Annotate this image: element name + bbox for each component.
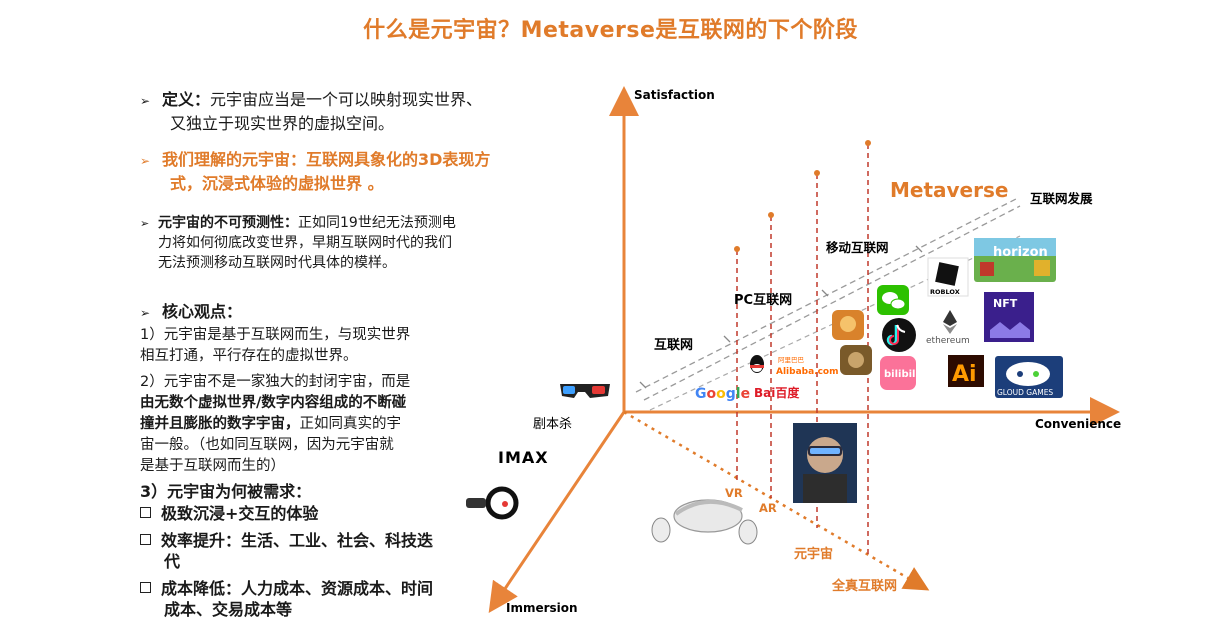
stage-dashed-lines (736, 144, 869, 556)
z-axis (488, 411, 626, 613)
roblox-icon: ROBLOX (927, 257, 969, 297)
our-understanding-item: ➢我们理解的元宇宙：互联网具象化的3D表现方 式，沉浸式体验的虚拟世界 。 (140, 150, 491, 193)
label-full-internet: 全真互联网 (831, 578, 897, 594)
svg-text:ROBLOX: ROBLOX (930, 288, 960, 296)
svg-text:NFT: NFT (993, 297, 1018, 310)
axis-label-x: Convenience (1035, 417, 1121, 431)
adobe-illustrator-icon: Ai (948, 355, 984, 387)
square-bullet-icon (140, 582, 151, 593)
stage-mobile-internet: 移动互联网 (826, 240, 889, 255)
axis-label-y: Satisfaction (634, 88, 715, 102)
imax-logo: IMAX (498, 448, 549, 467)
google-logo: Google (695, 386, 750, 402)
square-bullet-icon (140, 507, 151, 518)
gloud-games-icon: GLOUD GAMES (995, 356, 1063, 398)
arrow-bullet-icon: ➢ (140, 217, 150, 230)
stage-dots (734, 140, 871, 252)
svg-text:GLOUD GAMES: GLOUD GAMES (997, 388, 1053, 397)
ring-controller-icon (466, 486, 519, 520)
need-item: 效率提升：生活、工业、社会、科技迭代 (140, 530, 480, 572)
wechat-icon (877, 285, 909, 315)
arrow-bullet-icon: ➢ (140, 154, 151, 168)
square-bullet-icon (140, 534, 151, 545)
point-2: 2）元宇宙不是一家独大的封闭宇宙，而是 由无数个虚拟世界/数字内容组成的不断碰 … (140, 374, 411, 474)
arrow-bullet-icon: ➢ (140, 94, 151, 108)
vr-movie-poster-image (793, 423, 857, 503)
axis-label-z: Immersion (506, 601, 578, 613)
svg-text:Ai: Ai (952, 362, 977, 387)
horizon-worlds-image: horizon (974, 238, 1056, 282)
label-metaverse-cn: 元宇宙 (794, 546, 833, 562)
3d-glasses-icon (560, 384, 610, 398)
ethereum-logo: ethereum (926, 310, 970, 346)
definition-item: ➢定义：元宇宙应当是一个可以映射现实世界、 又独立于现实世界的虚拟空间。 (140, 90, 483, 133)
svg-text:bilibili: bilibili (884, 369, 919, 380)
stage-pc-internet: PC互联网 (734, 293, 792, 308)
svg-text:ethereum: ethereum (926, 336, 970, 346)
stage-internet: 互联网 (654, 338, 693, 353)
label-ar: AR (759, 501, 777, 515)
needs-list: 极致沉浸+交互的体验 效率提升：生活、工业、社会、科技迭代 成本降低：人力成本、… (140, 503, 480, 620)
bilibili-icon: bilibili (880, 356, 919, 390)
vr-headset-icon (651, 499, 758, 545)
page-title: 什么是元宇宙？Metaverse是互联网的下个阶段 (363, 18, 858, 43)
full-internet-line (623, 410, 930, 591)
stage-metaverse: Metaverse (890, 178, 1008, 202)
qq-logo-icon (750, 355, 764, 373)
point-3: 3）元宇宙为何被需求： (140, 482, 312, 501)
svg-text:horizon: horizon (993, 245, 1048, 260)
core-label: ➢核心观点： (140, 302, 243, 321)
trend-label: 互联网发展 (1030, 191, 1093, 206)
arrow-bullet-icon: ➢ (140, 306, 151, 320)
unpredictability-item: ➢元宇宙的不可预测性：正如同19世纪无法预测电 力将如何彻底改变世界，早期互联网… (140, 215, 456, 271)
alibaba-cn-text: 阿里巴巴 (778, 355, 805, 364)
nft-image: NFT (984, 292, 1034, 342)
point-1: 1）元宇宙是基于互联网而生，与现实世界 相互打通，平行存在的虚拟世界。 (140, 327, 411, 364)
alibaba-logo: Alibaba.com (776, 367, 838, 377)
label-script-kill: 剧本杀 (533, 417, 572, 432)
tiktok-icon (882, 318, 916, 352)
need-item: 极致沉浸+交互的体验 (140, 503, 480, 524)
baidu-logo: Bai百度 (754, 385, 800, 400)
trend-line-lower (643, 205, 1021, 401)
stage-ticks (639, 245, 923, 389)
label-vr: VR (725, 486, 743, 500)
